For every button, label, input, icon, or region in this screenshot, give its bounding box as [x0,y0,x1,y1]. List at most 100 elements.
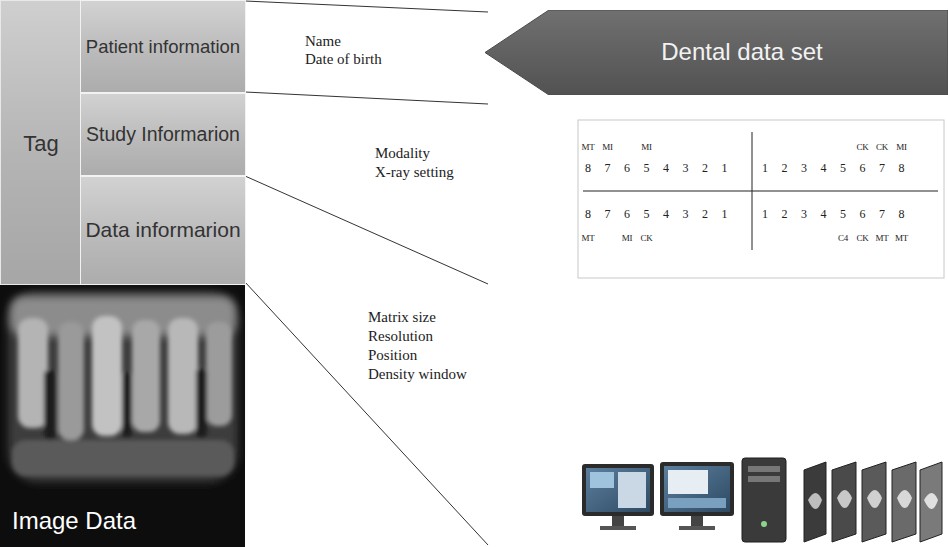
image-slice [892,462,916,542]
tooth-number: 5 [644,162,650,174]
root-gap [44,370,56,440]
tooth-code: MI [896,143,906,152]
tooth-number: 6 [624,162,630,174]
xray-ground [0,285,245,547]
tooth-number: 7 [605,208,611,220]
tooth-shadow [58,322,84,440]
tooth-number: 3 [683,162,689,174]
image-slice [832,462,856,542]
node-text: Image Data [12,508,136,534]
tooth-number: 8 [585,208,591,220]
tooth-code: MT [582,234,595,243]
tooth-number: 7 [879,208,885,220]
xray-glow [8,292,238,482]
screen-window [618,472,646,508]
node-text: Dental data set [661,39,822,65]
info-box: Data informarion [80,176,246,285]
slice-detail [808,493,822,509]
tooth-number: 3 [801,162,807,174]
slice-detail [837,490,852,508]
field-name: X-ray setting [375,163,454,181]
tooth-shadow [168,318,198,434]
leader-line [245,1,488,12]
pc-tower [742,458,786,542]
chart-mid-line [752,132,753,250]
tooth-number: 1 [762,208,768,220]
slice-detail [897,490,912,508]
info-box: Study Informarion [80,93,246,176]
text-area: Patient information [81,1,245,92]
monitor-base [679,526,715,530]
root-gap [196,368,207,438]
tooth-number: 2 [782,208,788,220]
text-area: Dental data set [547,10,937,95]
pentagon-arrow: Dental data set [485,10,948,95]
tooth-number: 2 [702,208,708,220]
node-text: Data informarion [85,218,240,242]
computer-icon [582,458,786,542]
chart-frame [578,120,944,278]
tooth-code: CK [857,143,869,152]
monitor-frame [582,464,654,516]
tooth-shadow [206,322,232,426]
leader-lines [245,1,488,545]
tooth-number: 4 [821,162,827,174]
leader-line [245,92,488,104]
tooth-number: 4 [821,208,827,220]
monitor-screen [586,468,650,512]
field-name: Matrix size [368,308,436,326]
tooth-number: 7 [879,162,885,174]
text-area: Data informarion [81,177,245,284]
image-panel: Image Data [0,285,245,547]
screen-window [668,470,708,494]
field-name: Resolution [368,327,433,345]
tooth-number: 8 [585,162,591,174]
node-text: Study Informarion [86,123,240,145]
field-name: Modality [375,144,430,162]
drive-bay [748,466,780,472]
tooth-number: 1 [722,208,728,220]
chart-jaw-line [583,190,938,191]
arrow-outline [485,10,948,95]
tooth-number: 6 [860,162,866,174]
tooth-number: 5 [840,162,846,174]
tooth-number: 4 [663,208,669,220]
image-slice [920,462,942,542]
slice-detail [867,490,882,508]
drive-bay [748,476,780,482]
tooth-code: CK [857,234,869,243]
root-gap [122,372,132,438]
tooth-code: CK [641,234,653,243]
tooth-number: 2 [702,162,708,174]
bone-band [12,440,234,476]
monitor-stand [612,516,624,526]
tooth-number: 1 [722,162,728,174]
tooth-code: MT [582,143,595,152]
tooth-shadow [92,316,122,436]
field-name: Date of birth [305,50,382,68]
node-text: Patient information [86,36,240,57]
monitor-screen [664,466,730,512]
tooth-code: MI [602,143,612,152]
monitor-base [600,526,636,530]
tooth-code: MI [622,234,632,243]
image-slice [804,462,826,542]
tag-box: Tag Patient informationStudy InformarionD… [0,0,245,285]
xray-image [0,285,245,547]
leader-line [245,282,488,545]
monitor-frame [660,462,734,516]
dental-chart [578,120,944,278]
text-area: Study Informarion [81,94,245,175]
tooth-number: 3 [683,208,689,220]
image-slices [804,462,942,542]
tooth-code: C4 [838,234,848,243]
tooth-number: 4 [663,162,669,174]
tooth-code: MI [641,143,651,152]
node-text: Tag [23,131,58,156]
screen-window [590,472,614,488]
text-area: Image Data [0,501,245,541]
image-slice [862,462,886,542]
